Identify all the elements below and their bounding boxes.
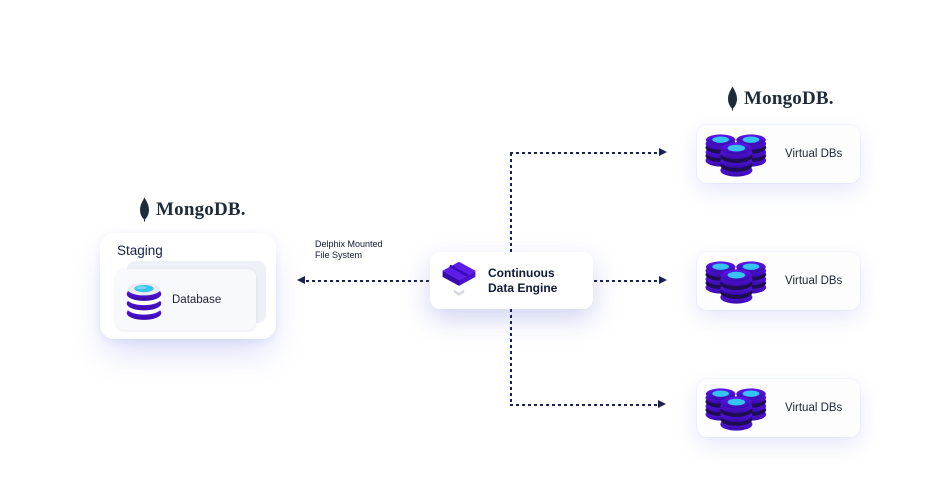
arrowhead-right-icon <box>659 148 667 156</box>
arrowhead-right-icon <box>659 276 667 284</box>
mongodb-leaf-icon <box>728 86 737 111</box>
database-label: Database <box>172 293 222 306</box>
connector-engine-to-vdb-bottom <box>510 404 658 406</box>
virtual-dbs-card-1: Virtual DBs <box>697 125 860 183</box>
mongodb-logo-staging: MongoDB. <box>138 197 246 222</box>
mongodb-leaf-icon <box>140 197 149 222</box>
engine-label: Continuous Data Engine <box>488 265 558 295</box>
virtual-dbs-label: Virtual DBs <box>785 275 843 287</box>
continuous-data-engine-card: Continuous Data Engine <box>430 252 593 309</box>
database-card: Database <box>116 269 256 330</box>
mongodb-logo-virtual: MongoDB. <box>726 86 834 111</box>
database-cluster-icon <box>705 388 767 431</box>
arrowhead-right-icon <box>658 400 666 408</box>
connector-engine-to-vdb-top <box>510 152 659 154</box>
connector-engine-to-vdb-middle <box>594 280 659 282</box>
virtual-dbs-card-2: Virtual DBs <box>697 252 860 310</box>
virtual-dbs-label: Virtual DBs <box>785 148 843 160</box>
mounted-filesystem-label: Delphix Mounted File System <box>315 239 383 260</box>
database-cylinder-icon <box>126 282 162 320</box>
chevron-down-icon <box>453 289 465 296</box>
connector-engine-to-vdb-bottom-vertical <box>510 309 512 406</box>
mongodb-wordmark: MongoDB. <box>744 87 834 109</box>
database-cluster-icon <box>705 261 767 304</box>
virtual-dbs-card-3: Virtual DBs <box>697 379 860 437</box>
virtual-dbs-label: Virtual DBs <box>785 402 843 414</box>
staging-title: Staging <box>117 243 163 258</box>
staging-card: Staging Database <box>100 233 276 339</box>
mongodb-wordmark: MongoDB. <box>156 198 246 220</box>
connector-engine-to-vdb-top-vertical <box>510 153 512 252</box>
database-cluster-icon <box>705 134 767 177</box>
delphix-cube-icon <box>442 261 476 296</box>
connector-engine-to-staging <box>306 280 430 282</box>
arrowhead-left-icon <box>297 276 305 284</box>
